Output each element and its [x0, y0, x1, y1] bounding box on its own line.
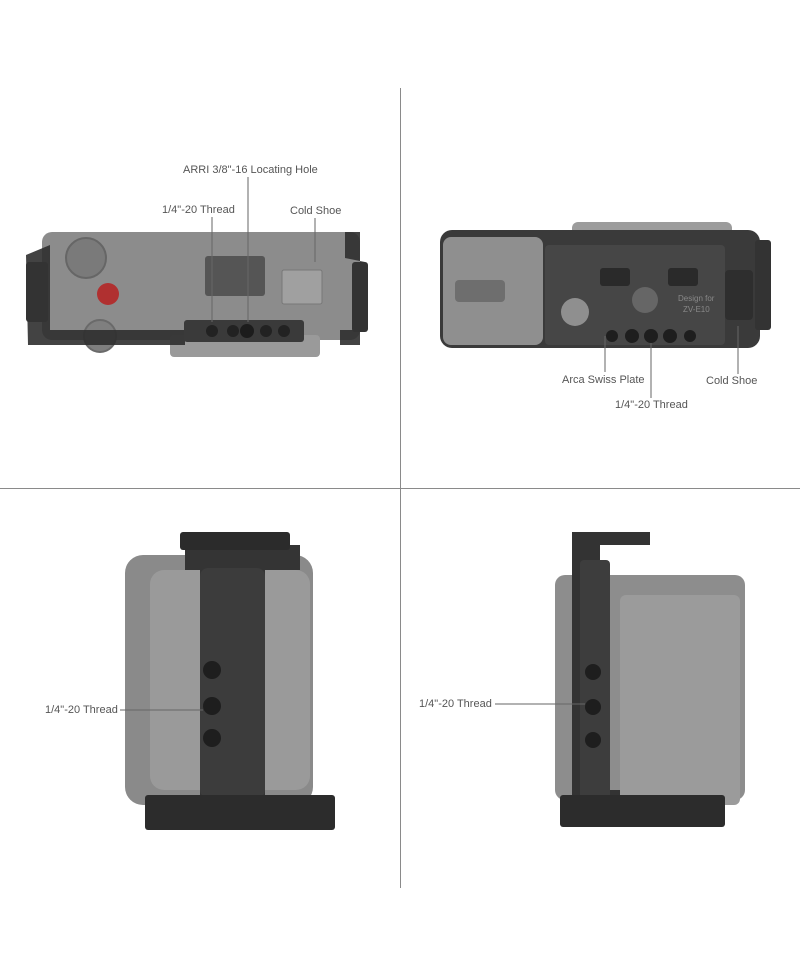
side-view-cage — [555, 532, 745, 827]
side-view-grip-cage — [125, 532, 335, 830]
callout-cold-shoe-top-left: Cold Shoe — [290, 205, 342, 217]
horizontal-divider — [0, 488, 800, 489]
engraving-design-for: Design for — [678, 294, 715, 303]
callout-arca-swiss-plate: Arca Swiss Plate — [562, 374, 645, 386]
callout-thread-bottom-right: 1/4"-20 Thread — [419, 698, 492, 710]
bottom-view-camera-cage — [440, 222, 771, 348]
callout-arri-locating-hole: ARRI 3/8"-16 Locating Hole — [183, 164, 318, 176]
callout-thread-top-right: 1/4"-20 Thread — [615, 399, 688, 411]
callout-thread-top-left: 1/4"-20 Thread — [162, 204, 235, 216]
callout-cold-shoe-top-right: Cold Shoe — [706, 375, 758, 387]
callout-thread-bottom-left: 1/4"-20 Thread — [45, 704, 118, 716]
top-view-camera-cage — [26, 232, 368, 357]
engraving-model: ZV-E10 — [683, 305, 710, 314]
